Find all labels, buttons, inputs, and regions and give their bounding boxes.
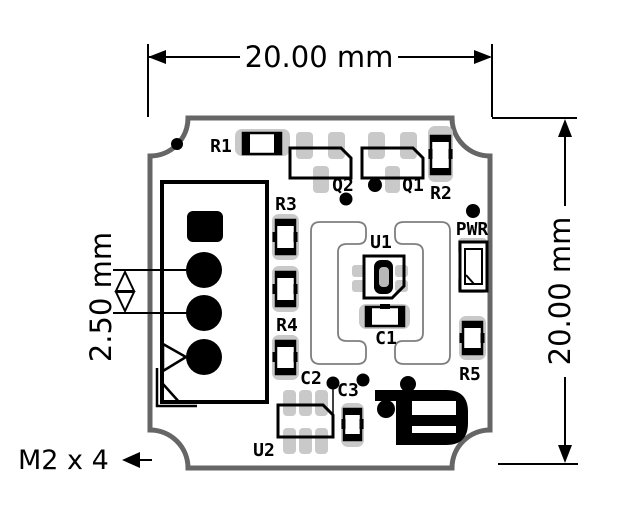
- silk-bracket-left: [310, 221, 367, 365]
- label-r2: R2: [430, 183, 452, 204]
- pin3-pad: [186, 295, 222, 331]
- ic-u2: [276, 385, 335, 454]
- transistor-q1: [360, 132, 425, 193]
- connector: [155, 180, 269, 408]
- mounting-note-text: M2 x 4: [18, 445, 109, 476]
- dimension-height-text: 20.00 mm: [543, 217, 577, 366]
- mounting-note: M2 x 4: [18, 445, 152, 476]
- label-c2: C2: [300, 368, 322, 389]
- pin4-pad: [186, 339, 222, 375]
- label-c1: C1: [375, 328, 397, 349]
- capacitor-c2: [272, 335, 299, 380]
- capacitor-c3: [341, 403, 364, 447]
- silk-bracket-right: [394, 221, 451, 365]
- resistor-r4: [272, 266, 299, 312]
- brand-logo: [375, 376, 468, 445]
- label-r4: R4: [276, 315, 298, 336]
- label-pwr: PWR: [456, 219, 489, 240]
- dimension-width: 20.00 mm: [147, 40, 493, 117]
- resistor-r1: [235, 129, 290, 156]
- resistor-r2: [428, 126, 453, 182]
- label-r3: R3: [275, 194, 297, 215]
- resistor-r5: [459, 316, 486, 360]
- corner-mark: [155, 368, 197, 408]
- corner-chamfer-line: [162, 383, 181, 404]
- label-r1: R1: [210, 136, 232, 157]
- resistor-r3: [272, 214, 299, 260]
- capacitor-c1: [359, 304, 410, 329]
- transistor-q2: [288, 132, 353, 193]
- vias: [171, 138, 480, 390]
- led-pwr: [458, 238, 489, 293]
- pin2-pad: [186, 252, 222, 288]
- label-q1: Q1: [402, 175, 424, 196]
- dimension-width-text: 20.00 mm: [245, 40, 394, 74]
- label-u1: U1: [370, 232, 392, 253]
- dimension-pitch: 2.50 mm: [84, 232, 187, 362]
- sensor-u1: [352, 254, 408, 300]
- polarity-triangle: [161, 341, 189, 374]
- label-c3: C3: [337, 380, 359, 401]
- label-r5: R5: [459, 364, 481, 385]
- pin1-square-pad: [187, 211, 223, 242]
- label-q2: Q2: [332, 175, 354, 196]
- dimension-height: 20.00 mm: [492, 117, 578, 465]
- dimension-pitch-text: 2.50 mm: [84, 232, 118, 362]
- label-u2: U2: [253, 440, 275, 461]
